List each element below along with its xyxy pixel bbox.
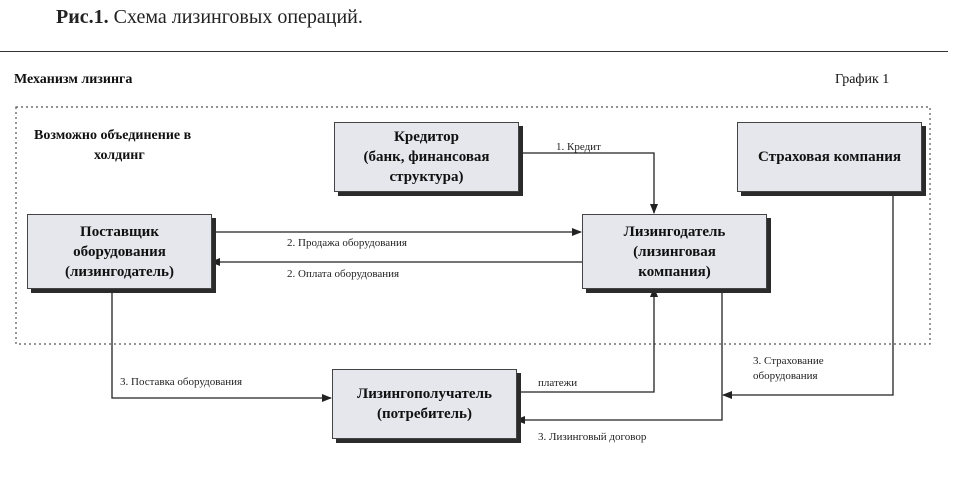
box-line: (потребитель) (376, 406, 472, 422)
box-line: оборудования (73, 243, 166, 260)
delivery-label: 3. Поставка оборудования (120, 376, 243, 388)
box-line: Лизингодатель (623, 223, 726, 240)
sale-label: 2. Продажа оборудования (287, 237, 407, 249)
delivery-arrow (111, 287, 332, 402)
supplier-box: Поставщик оборудования (лизингодатель) (27, 214, 212, 289)
figure-caption-text: Схема лизинговых операций. (108, 6, 363, 28)
box-line: (банк, финансовая (363, 149, 490, 165)
insurance-label-line: оборудования (753, 370, 818, 382)
contract-arrow (515, 288, 723, 424)
payments-label: платежи (538, 377, 578, 389)
holding-note: Возможно объединение в холдинг (34, 126, 264, 166)
box-line: Лизингополучатель (357, 386, 492, 402)
box-line: (лизинговая (633, 243, 716, 260)
lessee-box: Лизингополучатель (потребитель) (332, 369, 517, 439)
credit-label: 1. Кредит (556, 141, 601, 153)
insurance-label-line: 3. Страхование (753, 355, 824, 367)
insurance-label: 3. Страхование оборудования (753, 354, 824, 384)
top-divider (0, 51, 948, 52)
lessor-box: Лизингодатель (лизинговая компания) (582, 214, 767, 289)
box-line: компания) (638, 263, 711, 280)
graph-label: График 1 (835, 72, 890, 87)
holding-boundary (15, 106, 931, 345)
payments-arrow (515, 287, 658, 393)
contract-label: 3. Лизинговый договор (538, 431, 647, 443)
holding-note-line: Возможно объединение в (34, 128, 192, 143)
box-line: (лизингодатель) (65, 263, 174, 280)
box-line: структура) (389, 169, 464, 185)
creditor-box: Кредитор (банк, финансовая структура) (334, 122, 519, 192)
figure-caption: Рис.1. Схема лизинговых операций. (56, 6, 363, 29)
credit-arrow (517, 152, 658, 214)
mechanism-title: Механизм лизинга (14, 72, 133, 87)
figure-caption-label: Рис.1. (56, 6, 109, 28)
insurance-company-box: Страховая компания (737, 122, 922, 192)
box-line: Страховая компания (758, 149, 901, 165)
box-line: Поставщик (80, 223, 159, 240)
payment-label: 2. Оплата оборудования (287, 268, 400, 280)
insurance-arrow (722, 190, 894, 399)
holding-note-line: холдинг (94, 148, 145, 163)
box-line: Кредитор (394, 129, 459, 145)
